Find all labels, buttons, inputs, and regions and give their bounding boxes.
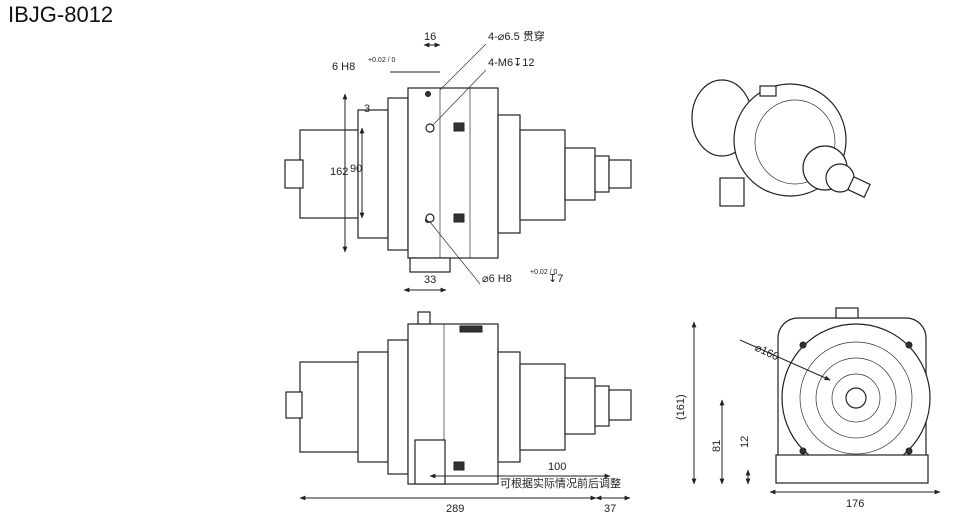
dim-160: ⌀160 — [753, 342, 781, 363]
dim-90: 90 — [350, 163, 362, 175]
model-title: IBJG-8012 — [8, 2, 114, 27]
tol-pin: +0.02 / 0 — [530, 269, 558, 276]
note-pin: ⌀6 H8 — [482, 273, 512, 285]
top-view: 16 4-⌀6.5 贯穿 4-M6↧12 6 H8 +0.02 / 0 162 … — [284, 29, 632, 293]
output-flange — [519, 129, 566, 221]
motor-body — [299, 129, 361, 219]
dim-3: 3 — [364, 103, 370, 115]
dim-6h8: 6 H8 — [332, 61, 355, 73]
dim-81: 81 — [711, 440, 723, 452]
dim-100: 100 — [548, 461, 566, 473]
tol-6h8: +0.02 / 0 — [368, 57, 396, 64]
dim-33: 33 — [424, 274, 436, 286]
isometric-view — [691, 79, 871, 207]
reducer-housing — [407, 87, 499, 259]
dim-12: 12 — [739, 436, 751, 448]
note-adjust: 可根据实际情况前后调整 — [500, 476, 621, 490]
dim-176: 176 — [846, 498, 864, 510]
output-shaft — [608, 159, 632, 189]
motor-body-side — [299, 361, 361, 453]
pin-depth: ↧7 — [548, 273, 563, 285]
motor-shaft-end — [284, 159, 304, 189]
note-tapped: 4-M6↧12 — [488, 57, 535, 69]
note-holes: 4-⌀6.5 贯穿 — [488, 29, 545, 43]
end-view: ⌀160 (161) 81 12 176 — [675, 307, 941, 510]
dim-16: 16 — [424, 31, 436, 43]
side-view: 100 可根据实际情况前后调整 289 37 — [285, 311, 632, 515]
dim-161: (161) — [675, 394, 687, 420]
dim-37: 37 — [604, 503, 616, 515]
dim-289: 289 — [446, 503, 464, 515]
dim-162: 162 — [330, 166, 348, 178]
